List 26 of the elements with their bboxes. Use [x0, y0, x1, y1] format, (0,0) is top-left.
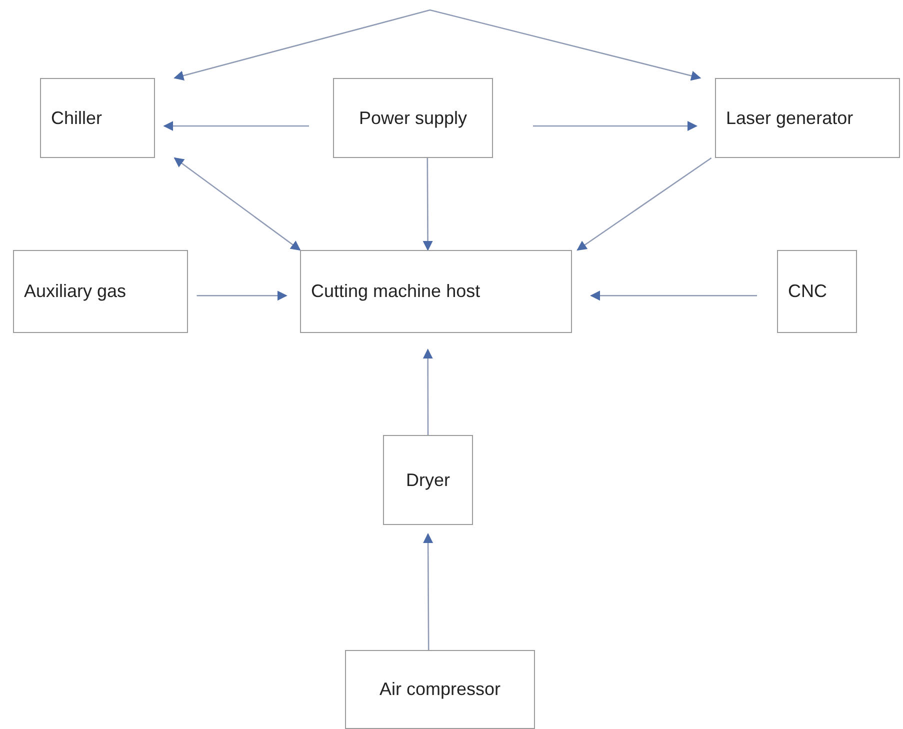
- process-box: [715, 78, 900, 158]
- process-box: [345, 650, 535, 729]
- process-box: [777, 250, 857, 333]
- process-box: [300, 250, 572, 333]
- arrow: [590, 290, 757, 301]
- arrow: [576, 157, 712, 251]
- box-label: Dryer: [406, 470, 450, 490]
- process-box: [333, 78, 493, 158]
- arrow: [422, 158, 433, 251]
- box-label: Laser generator: [726, 108, 854, 128]
- arrow: [174, 157, 301, 251]
- arrow: [174, 9, 702, 81]
- box-label: Air compressor: [379, 679, 501, 700]
- arrow: [423, 533, 434, 650]
- box-label: Cutting machine host: [311, 281, 480, 302]
- box-label: Power supply: [358, 108, 468, 128]
- arrow: [533, 121, 698, 131]
- box-label: Auxiliary gas: [24, 281, 126, 302]
- box-label: CNC: [788, 281, 827, 302]
- process-box: [13, 250, 188, 333]
- box-label: Chiller: [51, 108, 102, 128]
- process-box: [40, 78, 155, 158]
- arrow: [163, 121, 309, 131]
- arrow: [196, 290, 288, 301]
- arrow: [422, 348, 433, 435]
- process-box: [383, 435, 473, 525]
